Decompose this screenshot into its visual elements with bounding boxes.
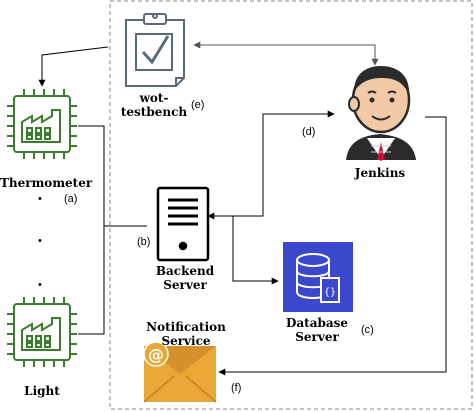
- jenkins-icon: [346, 66, 416, 162]
- jenkins-label: Jenkins: [354, 166, 406, 180]
- tag-e: (e): [191, 99, 205, 111]
- notification-label-line1: Notification: [146, 320, 226, 334]
- light-icon: [7, 297, 77, 367]
- thermometer-label: Thermometer: [0, 176, 93, 190]
- thermometer-icon: [7, 89, 77, 159]
- notification-label-line2: Service: [161, 334, 211, 348]
- connectors: [38, 41, 447, 376]
- backend-label-line2: Server: [163, 278, 207, 292]
- ellipsis-dot-1: •: [38, 193, 42, 205]
- database-server-icon: {}: [283, 242, 353, 312]
- light-label: Light: [24, 384, 60, 398]
- tag-d: (d): [302, 126, 316, 138]
- edge-light-backend: [78, 226, 105, 335]
- database-label-line2: Server: [295, 330, 339, 344]
- testbench-label-line1: wot-: [139, 91, 169, 105]
- backend-server-icon: [156, 186, 210, 262]
- tag-f: (f): [231, 382, 242, 394]
- edge-backend-jenkins: [207, 110, 335, 220]
- database-label-line1: Database: [285, 316, 349, 330]
- edge-backend-database: [232, 216, 279, 285]
- edge-jenkins-notification: [218, 116, 447, 376]
- edge-testbench-thermometer: [38, 46, 109, 87]
- tag-b: (b): [137, 236, 151, 248]
- svg-text:{}: {}: [324, 287, 336, 298]
- ellipsis-dot-2: •: [38, 235, 42, 247]
- testbench-label-line2: testbench: [120, 105, 188, 119]
- ellipsis-dot-3: •: [38, 279, 42, 291]
- svg-text:@: @: [148, 345, 164, 364]
- edge-testbench-jenkins: [193, 41, 379, 66]
- tag-a: (a): [64, 193, 78, 205]
- testbench-clipboard-icon: [125, 13, 185, 87]
- backend-label-line1: Backend: [155, 264, 215, 278]
- edge-thermometer-backend: [78, 125, 147, 227]
- tag-c: (c): [361, 324, 374, 336]
- notification-envelope-icon: @: [143, 341, 217, 403]
